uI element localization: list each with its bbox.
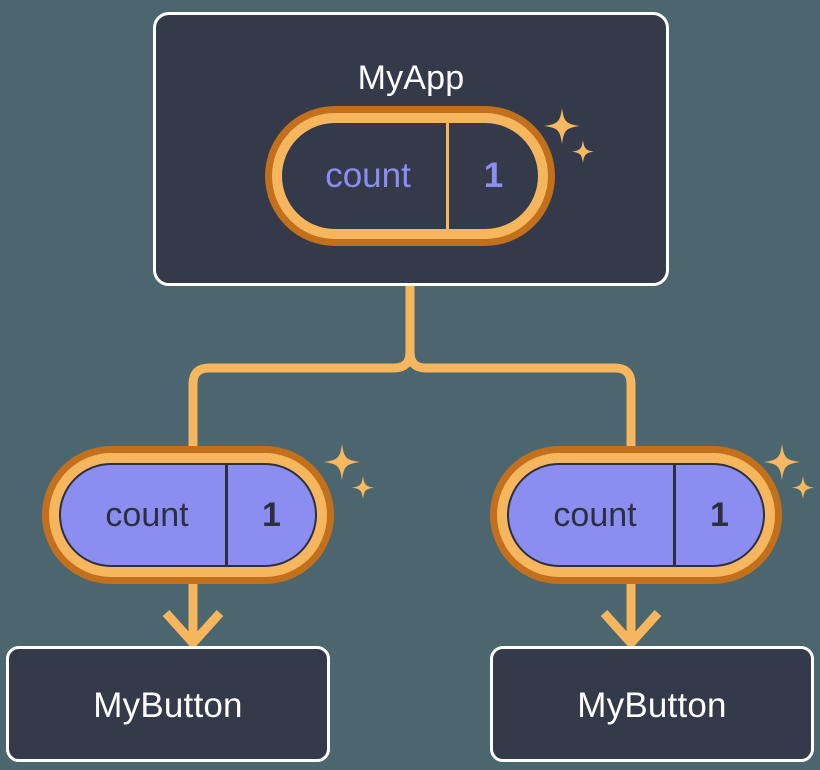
state-key-label: count xyxy=(325,156,411,195)
state-pill-ring: count 1 xyxy=(49,453,327,577)
state-value-label: 1 xyxy=(673,465,763,565)
state-value-label: 1 xyxy=(225,465,315,565)
component-title: MyButton xyxy=(93,686,243,725)
arrow-down-icon-right-head xyxy=(600,609,662,650)
state-pill-body: count 1 xyxy=(282,123,538,229)
state-pill-body: count 1 xyxy=(507,463,765,567)
state-value-label: 1 xyxy=(446,123,538,229)
component-card-mybutton-left[interactable]: MyButton xyxy=(6,646,330,762)
state-pill-body: count 1 xyxy=(59,463,317,567)
state-pill-ring: count 1 xyxy=(497,453,775,577)
arrow-down-icon-left-head xyxy=(162,609,224,650)
state-pill-child-left[interactable]: count 1 xyxy=(42,446,334,584)
branch-connector-left xyxy=(188,281,415,457)
branch-connector-right xyxy=(405,281,636,457)
state-pill-ring: count 1 xyxy=(272,113,548,239)
component-title: MyButton xyxy=(577,686,727,725)
state-pill-myapp[interactable]: count 1 xyxy=(265,106,555,246)
state-key-label: count xyxy=(553,495,637,534)
component-card-mybutton-right[interactable]: MyButton xyxy=(490,646,814,762)
page-title: MyApp xyxy=(357,59,465,97)
state-pill-child-right[interactable]: count 1 xyxy=(490,446,782,584)
state-key-label: count xyxy=(105,495,189,534)
